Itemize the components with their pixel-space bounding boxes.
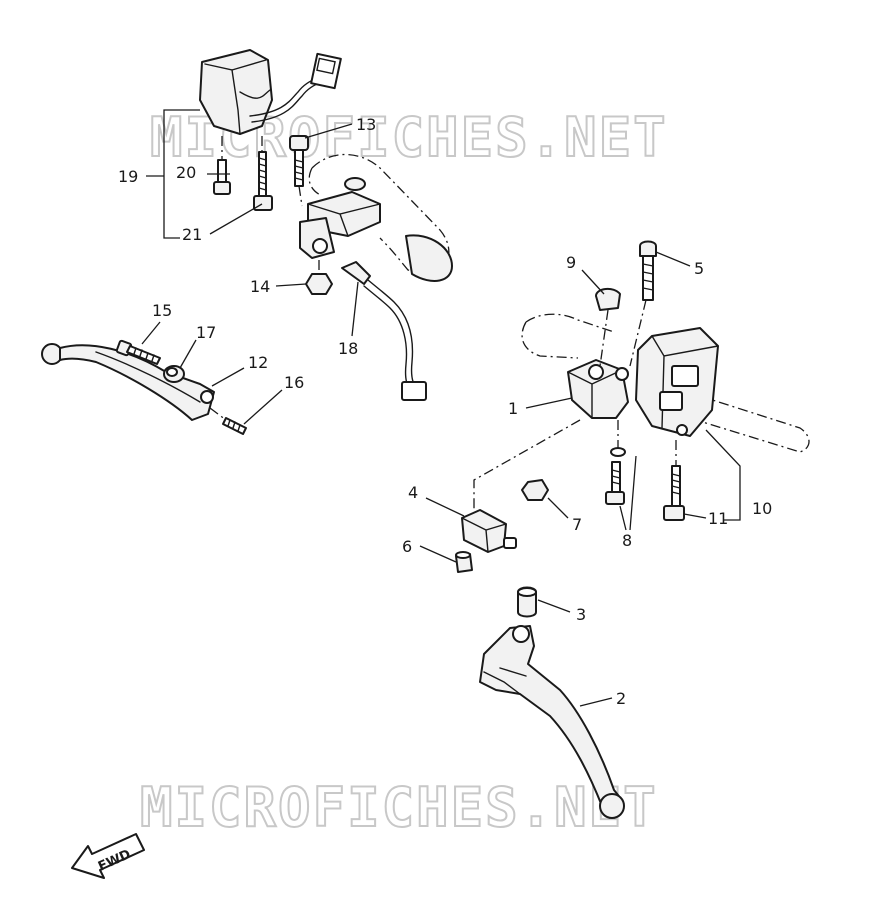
callout-7: 7 (572, 515, 582, 534)
clutch-holder (473, 240, 810, 521)
watermark-bottom: MICROFICHES.NET (140, 776, 658, 839)
callout-19: 19 (118, 167, 138, 186)
callout-8: 8 (622, 531, 632, 550)
callout-17: 17 (196, 323, 216, 342)
callout-12: 12 (248, 353, 268, 372)
callout-11: 11 (708, 509, 728, 528)
callout-15: 15 (152, 301, 172, 320)
callout-3: 3 (576, 605, 586, 624)
leader-lines (141, 123, 707, 707)
callout-2: 2 (616, 689, 626, 708)
callout-20: 20 (176, 163, 196, 182)
callout-10: 10 (752, 499, 772, 518)
callout-9: 9 (566, 253, 576, 272)
callout-5: 5 (694, 259, 704, 278)
callout-13: 13 (356, 115, 376, 134)
callout-4: 4 (408, 483, 418, 502)
callout-14: 14 (250, 277, 270, 296)
clutch-lever (479, 586, 625, 819)
fwd-direction-arrow: FWD (71, 833, 145, 879)
clutch-switch (455, 509, 517, 573)
callout-6: 6 (402, 537, 412, 556)
callout-18: 18 (338, 339, 358, 358)
handlebar-switch (199, 49, 342, 135)
callout-21: 21 (182, 225, 202, 244)
brake-lever (41, 339, 247, 435)
brake-master-cylinder (289, 135, 453, 401)
callout-labels: 1 2 3 4 5 6 7 8 9 10 11 12 13 14 15 16 1… (118, 115, 772, 708)
callout-1: 1 (508, 399, 518, 418)
callout-16: 16 (284, 373, 304, 392)
